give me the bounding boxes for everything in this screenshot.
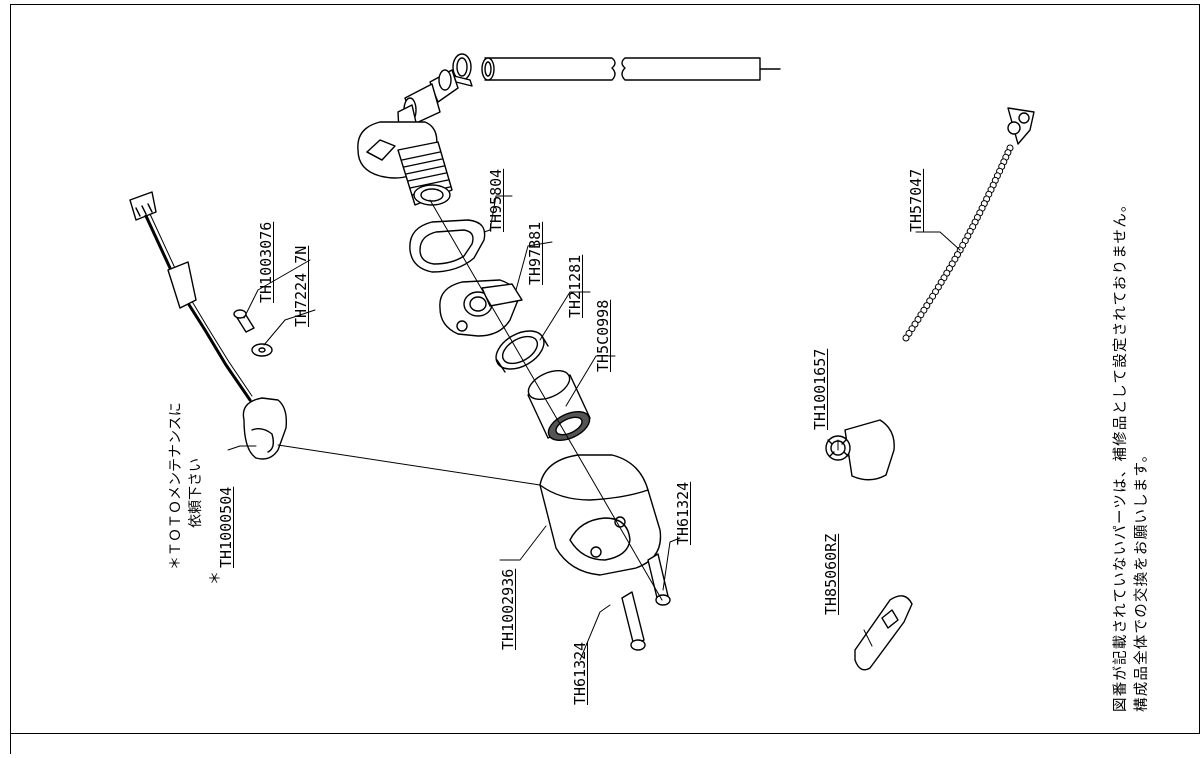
chain-th57047 [1007,107,1035,145]
drawing-frame [10,4,1200,734]
maintenance-request-line2: 依頼下さい [188,458,204,528]
label-th21281: TH21281 [566,254,584,318]
frame-edge-mark [10,734,11,754]
nut-th21281 [495,330,549,373]
key-th1001657 [825,419,895,481]
label-th85060rz: TH85060RZ [822,533,840,615]
connector-leader-line [277,444,541,486]
chain-beads [902,144,1014,342]
hose-pipe [481,57,781,81]
label-th61324-left: TH61324 [571,641,589,705]
key-th85060rz [854,595,913,671]
gasket-th95804 [409,219,486,273]
screw-th61324-left [621,591,646,651]
threaded-body [397,141,453,206]
cartridge-th5c0998 [527,369,591,442]
note-line2: 構成品全体での交換をお願いします。 [1134,446,1150,712]
assembly-axis-line [429,199,663,601]
label-th7224-7n: TH7224 7N [292,245,310,327]
asterisk-mark: ＊ [208,571,224,585]
hose-clamp [452,53,473,87]
label-th95804: TH95804 [487,168,505,232]
washer-th7224-7n [251,343,273,357]
note-line1: 図番が記載されていないパーツは、補修品として設定されておりません。 [1113,196,1129,712]
label-th1003076: TH1003076 [257,221,275,303]
label-leader-lines [227,195,961,661]
screw-th1003076 [233,309,255,333]
label-th1001657: TH1001657 [811,348,829,430]
label-th57047: TH57047 [907,168,925,232]
label-th1002936: TH1002936 [499,568,517,650]
label-th97b81: TH97B81 [526,221,544,285]
connector-th1000504 [242,397,288,460]
label-th1000504: TH1000504 [217,486,235,568]
cable-harness [129,191,253,402]
holder-th97b81 [439,279,523,337]
label-th61324-right: TH61324 [674,481,692,545]
chain-bead [902,334,910,342]
housing-th1002936 [539,454,662,576]
label-th5c0998: TH5C0998 [594,299,612,372]
maintenance-request-line1: ＊ＴＯＴＯメンテナンスに [168,402,184,570]
